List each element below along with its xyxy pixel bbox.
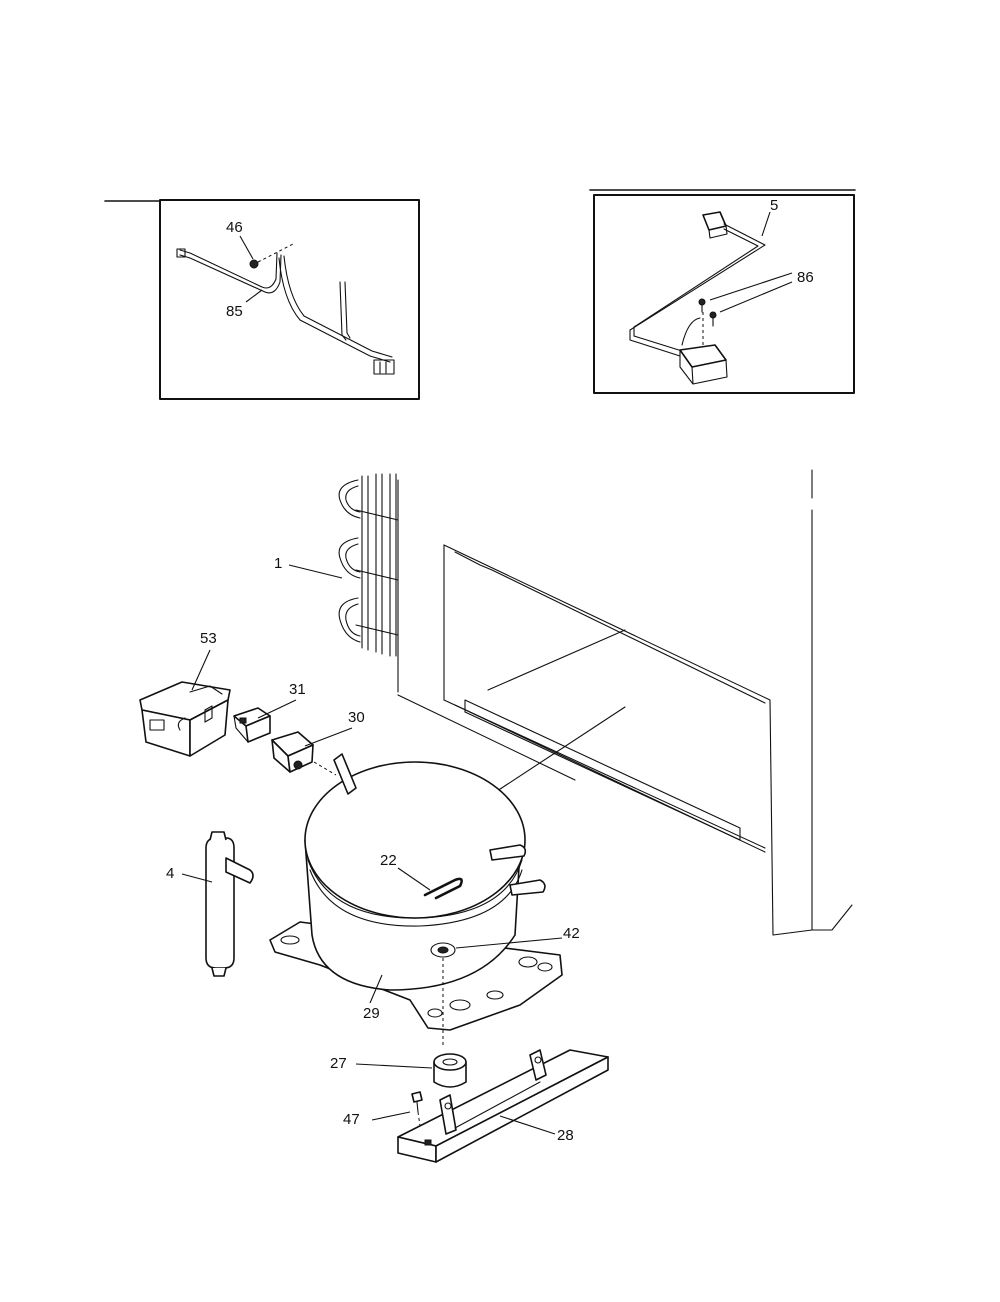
callout-28: 28	[557, 1127, 574, 1144]
drier-4	[205, 831, 254, 977]
bracket-28	[397, 1049, 609, 1163]
callout-29: 29	[363, 1005, 380, 1022]
compressor-29	[269, 753, 563, 1048]
callout-5: 5	[770, 197, 778, 214]
callout-47: 47	[343, 1111, 360, 1128]
condenser-coil	[338, 473, 399, 657]
callout-1: 1	[274, 555, 282, 572]
callout-85: 85	[226, 303, 243, 320]
callout-31: 31	[289, 681, 306, 698]
callout-42: 42	[563, 925, 580, 942]
inset-power-cord: 5 86	[589, 189, 856, 394]
inset-wire-harness: 46 85	[104, 199, 420, 400]
callout-30: 30	[348, 709, 365, 726]
relay-cover-53	[139, 681, 231, 757]
power-cord-part	[629, 211, 766, 385]
screw-86	[698, 298, 717, 345]
callout-4: 4	[166, 865, 174, 882]
screw-46	[249, 242, 296, 269]
overload-31	[233, 707, 271, 743]
callout-53: 53	[200, 630, 217, 647]
callout-86: 86	[797, 269, 814, 286]
clip-22	[423, 877, 463, 900]
wire-harness-part	[176, 248, 395, 375]
relay-30	[271, 731, 337, 776]
callout-27: 27	[330, 1055, 347, 1072]
callout-46: 46	[226, 219, 243, 236]
cabinet-outline	[397, 469, 853, 936]
callout-22: 22	[380, 852, 397, 869]
grommet-27	[433, 1053, 467, 1088]
